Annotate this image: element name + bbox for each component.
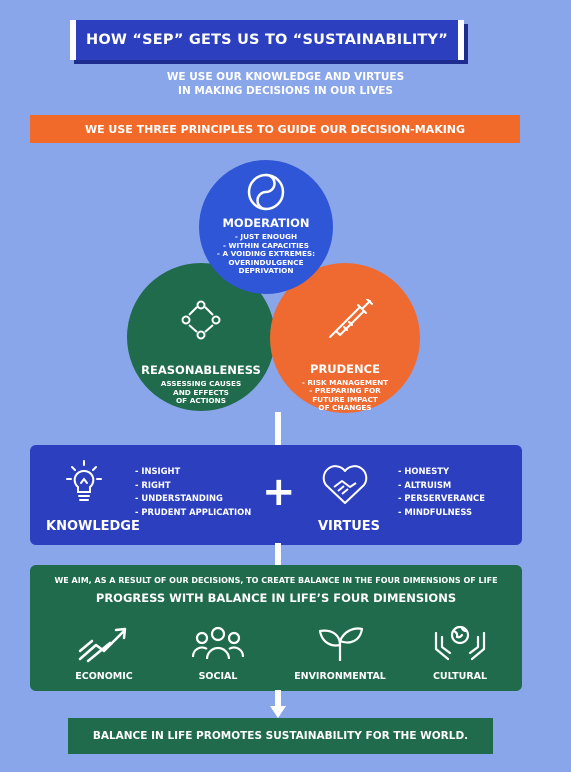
dimension-cultural-label: CULTURAL — [432, 671, 488, 682]
dimension-social-label: SOCIAL — [198, 671, 238, 682]
prudence-line: FUTURE IMPACT — [312, 394, 378, 404]
moderation-line: DEPRIVATION — [238, 266, 294, 276]
prudence-lines: - RISK MANAGEMENT - PREPARING FOR FUTURE… — [301, 377, 389, 413]
conclusion-text: BALANCE IN LIFE PROMOTES SUSTAINABILITY … — [92, 730, 469, 742]
virtues-item: - ALTRUISM — [398, 479, 452, 490]
reasonableness-line: OF ACTIONS — [175, 396, 226, 406]
growth-chart-icon — [78, 627, 127, 663]
moderation-line: - WITHIN CAPACITIES — [222, 240, 310, 250]
moderation-circle: MODERATION - JUST ENOUGH - WITHIN CAPACI… — [199, 160, 333, 294]
prudence-line: - RISK MANAGEMENT — [301, 377, 389, 387]
virtues-label: VIRTUES — [318, 519, 380, 534]
knowledge-virtues-panel: KNOWLEDGE - INSIGHT - RIGHT - UNDERSTAND… — [30, 445, 522, 545]
syringe-icon — [329, 299, 373, 338]
moderation-lines: - JUST ENOUGH - WITHIN CAPACITIES - A VO… — [216, 232, 316, 276]
virtues-item: - HONESTY — [398, 466, 450, 476]
down-arrow-icon — [270, 706, 286, 718]
knowledge-label: KNOWLEDGE — [46, 519, 140, 534]
heart-handshake-icon — [322, 465, 368, 504]
knowledge-item: - RIGHT — [135, 479, 171, 490]
reasonableness-circle: REASONABLENESS ASSESSING CAUSES AND EFFE… — [127, 263, 275, 411]
prudence-line: OF CHANGES — [318, 403, 372, 413]
principles-banner-text: WE USE THREE PRINCIPLES TO GUIDE OUR DEC… — [84, 122, 466, 136]
prudence-line: - PREPARING FOR — [309, 386, 381, 396]
dimensions-heading: PROGRESS WITH BALANCE IN LIFE’S FOUR DIM… — [95, 591, 457, 605]
knowledge-item: - INSIGHT — [135, 466, 181, 476]
subtitle-line-2: IN MAKING DECISIONS IN OUR LIVES — [178, 85, 393, 97]
cycle-arrows-icon — [181, 300, 221, 340]
people-group-icon — [191, 626, 245, 660]
connector-line — [275, 690, 281, 712]
lightbulb-icon — [66, 460, 102, 501]
dimension-environmental-label: ENVIRONMENTAL — [294, 671, 386, 682]
virtues-item: - PERSERVERANCE — [398, 493, 485, 503]
plus-sign: + — [262, 469, 296, 515]
conclusion-banner: BALANCE IN LIFE PROMOTES SUSTAINABILITY … — [68, 718, 493, 754]
knowledge-item: - PRUDENT APPLICATION — [135, 506, 252, 517]
moderation-line: - JUST ENOUGH — [234, 232, 298, 241]
title-banner: HOW “SEP” GETS US TO “SUSTAINABILITY” — [70, 20, 464, 60]
dimension-economic-label: ECONOMIC — [75, 671, 133, 682]
connector-line — [275, 543, 281, 567]
hands-globe-icon — [434, 625, 486, 661]
moderation-title: MODERATION — [222, 216, 310, 230]
reasonableness-line: AND EFFECTS — [173, 387, 229, 397]
moderation-line: OVERINDULGENCE — [228, 257, 304, 267]
knowledge-item: - UNDERSTANDING — [135, 493, 223, 503]
yin-yang-icon — [247, 173, 285, 211]
virtues-item: - MINDFULNESS — [398, 506, 473, 517]
connector-line — [275, 412, 281, 446]
subtitle: WE USE OUR KNOWLEDGE AND VIRTUES IN MAKI… — [0, 70, 571, 98]
virtues-list: - HONESTY - ALTRUISM - PERSERVERANCE - M… — [398, 465, 485, 519]
reasonableness-lines: ASSESSING CAUSES AND EFFECTS OF ACTIONS — [160, 379, 242, 406]
reasonableness-line: ASSESSING CAUSES — [160, 379, 242, 388]
subtitle-line-1: WE USE OUR KNOWLEDGE AND VIRTUES — [166, 71, 405, 83]
leaves-icon — [318, 627, 364, 661]
principles-banner: WE USE THREE PRINCIPLES TO GUIDE OUR DEC… — [30, 115, 520, 143]
moderation-line: - A VOIDING EXTREMES: — [216, 249, 316, 259]
page-title: HOW “SEP” GETS US TO “SUSTAINABILITY” — [86, 32, 448, 48]
reasonableness-title: REASONABLENESS — [141, 363, 261, 377]
four-dimensions-panel: WE AIM, AS A RESULT OF OUR DECISIONS, TO… — [30, 565, 522, 691]
knowledge-list: - INSIGHT - RIGHT - UNDERSTANDING - PRUD… — [135, 465, 251, 519]
prudence-title: PRUDENCE — [310, 361, 380, 376]
dimensions-intro: WE AIM, AS A RESULT OF OUR DECISIONS, TO… — [54, 576, 498, 585]
prudence-circle: PRUDENCE - RISK MANAGEMENT - PREPARING F… — [270, 263, 420, 413]
